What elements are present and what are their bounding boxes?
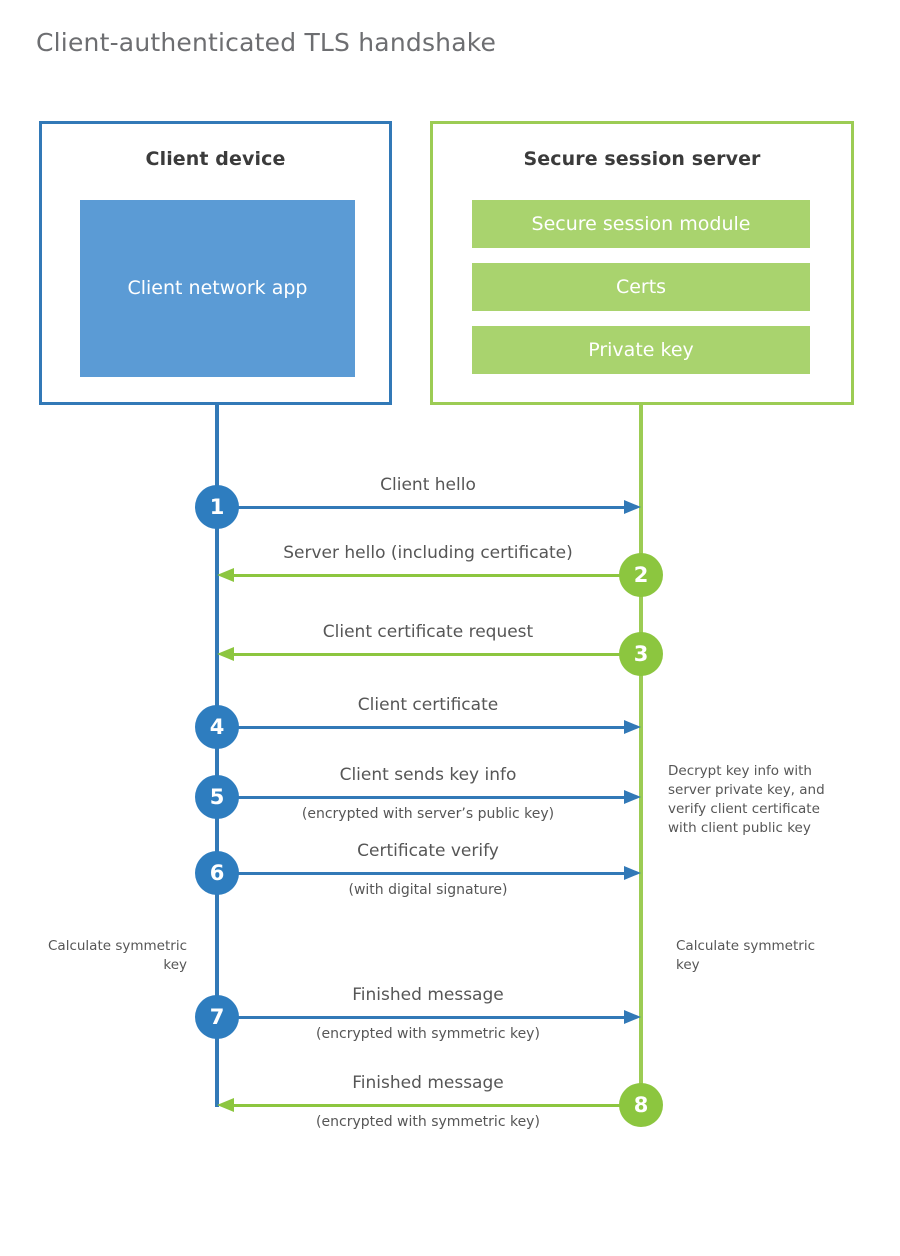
- arrow-line-2: [234, 574, 641, 577]
- arrow-head-icon-4: [624, 720, 641, 734]
- arrow-head-icon-5: [624, 790, 641, 804]
- server-module-secure-session-module: Secure session module: [472, 200, 810, 248]
- client-device-box: Client device Client network app: [39, 121, 392, 405]
- message-sublabel-7: (encrypted with symmetric key): [316, 1026, 540, 1042]
- arrow-head-icon-6: [624, 866, 641, 880]
- server-decrypt-annotation: Decrypt key info with server private key…: [668, 763, 825, 837]
- arrow-head-icon-8: [217, 1098, 234, 1112]
- arrow-line-3: [234, 653, 641, 656]
- step-circle-8[interactable]: 8: [619, 1083, 663, 1127]
- message-label-5: Client sends key info: [339, 765, 517, 785]
- message-label-2: Server hello (including certificate): [283, 543, 573, 563]
- step-circle-7[interactable]: 7: [195, 995, 239, 1039]
- step-circle-1[interactable]: 1: [195, 485, 239, 529]
- arrow-head-icon-1: [624, 500, 641, 514]
- client-device-title: Client device: [145, 148, 286, 170]
- server-module-private-key: Private key: [472, 326, 810, 374]
- secure-session-server-box: Secure session server Secure session mod…: [430, 121, 854, 405]
- arrow-head-icon-7: [624, 1010, 641, 1024]
- arrow-line-5: [217, 796, 624, 799]
- message-label-7: Finished message: [352, 985, 504, 1005]
- message-label-8: Finished message: [352, 1073, 504, 1093]
- arrow-line-4: [217, 726, 624, 729]
- arrow-head-icon-2: [217, 568, 234, 582]
- client-lifeline: [215, 404, 219, 1107]
- arrow-line-1: [217, 506, 624, 509]
- client-network-app-block: Client network app: [80, 200, 355, 377]
- client-calculate-symmetric-key-annotation: Calculate symmetric key: [48, 938, 187, 974]
- arrow-line-7: [217, 1016, 624, 1019]
- message-label-6: Certificate verify: [357, 841, 499, 861]
- message-sublabel-5: (encrypted with server’s public key): [301, 806, 555, 822]
- message-label-1: Client hello: [380, 475, 476, 495]
- step-circle-5[interactable]: 5: [195, 775, 239, 819]
- step-circle-3[interactable]: 3: [619, 632, 663, 676]
- message-sublabel-6: (with digital signature): [348, 882, 508, 898]
- message-label-4: Client certificate: [357, 695, 499, 715]
- step-circle-6[interactable]: 6: [195, 851, 239, 895]
- message-sublabel-8: (encrypted with symmetric key): [316, 1114, 540, 1130]
- secure-session-server-title: Secure session server: [523, 148, 761, 170]
- server-calculate-symmetric-key-annotation: Calculate symmetric key: [676, 938, 815, 974]
- arrow-line-6: [217, 872, 624, 875]
- arrow-head-icon-3: [217, 647, 234, 661]
- step-circle-2[interactable]: 2: [619, 553, 663, 597]
- page-title: Client-authenticated TLS handshake: [36, 28, 497, 57]
- arrow-line-8: [234, 1104, 641, 1107]
- step-circle-4[interactable]: 4: [195, 705, 239, 749]
- server-lifeline: [639, 404, 643, 1107]
- message-label-3: Client certificate request: [322, 622, 534, 642]
- server-module-certs: Certs: [472, 263, 810, 311]
